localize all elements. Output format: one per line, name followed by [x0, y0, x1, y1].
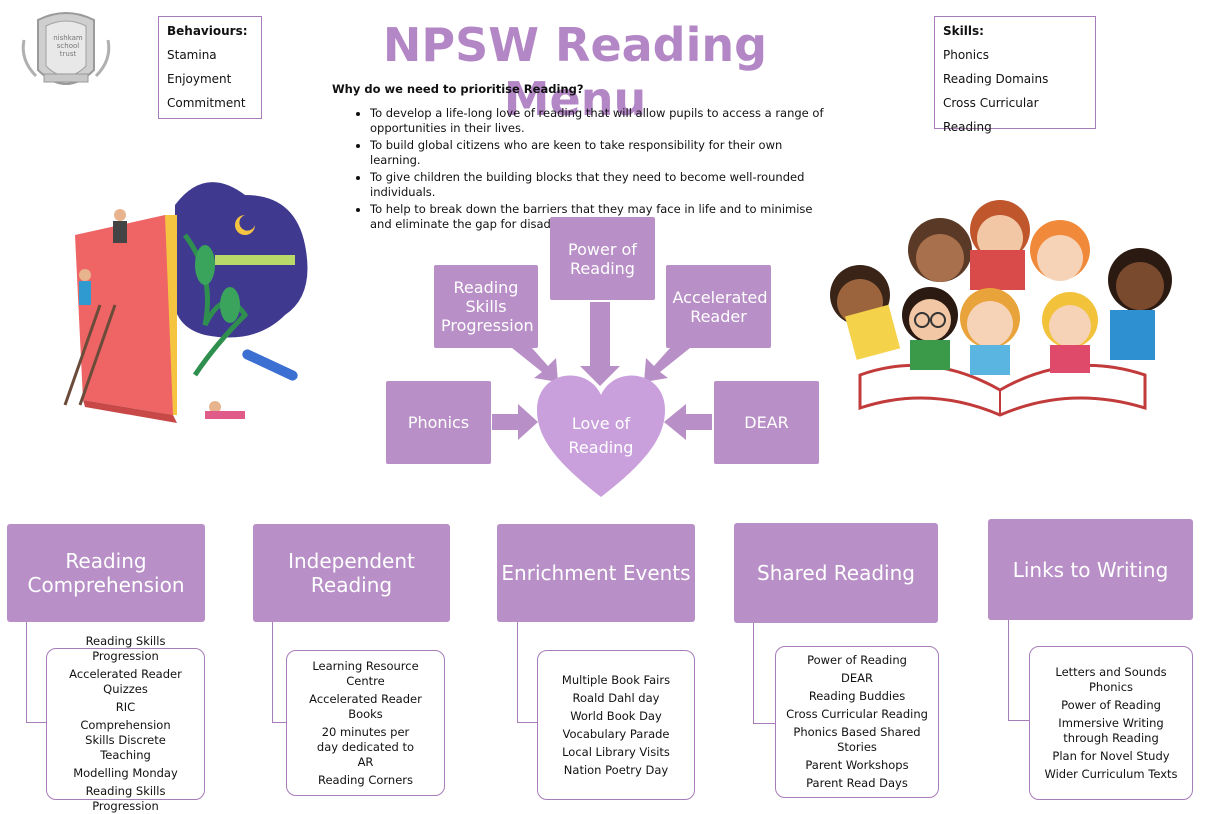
list-item: World Book Day	[570, 708, 662, 723]
list-item: Wider Curriculum Texts	[1044, 766, 1178, 781]
list-item: Multiple Book Fairs	[561, 672, 671, 687]
node-reading-skills-progression: Reading Skills Progression	[434, 265, 538, 348]
skill-item: Reading Domains	[943, 72, 1049, 86]
category-title: Independent Reading	[288, 549, 415, 597]
page-title: NPSW Reading Menu	[382, 18, 768, 126]
category-items-box: Multiple Book Fairs Roald Dahl day World…	[537, 650, 695, 800]
behaviours-box: Behaviours: Stamina Enjoyment Commitment	[158, 16, 262, 119]
category-connector	[26, 622, 47, 723]
category-title: Reading Comprehension	[27, 549, 185, 597]
why-point: To develop a life-long love of reading t…	[370, 106, 832, 136]
category-enrichment-events: Enrichment Events	[497, 524, 695, 622]
list-item: Reading Buddies	[808, 689, 906, 703]
list-item: Local Library Visits	[562, 744, 670, 759]
node-label: DEAR	[744, 413, 789, 432]
list-item: DEAR	[841, 671, 873, 685]
category-connector	[517, 622, 538, 723]
arrow-phonics	[492, 404, 538, 440]
school-logo: nishkam school trust	[18, 10, 114, 100]
list-item: Power of Reading	[807, 653, 907, 667]
category-items-box: Learning Resource Centre Accelerated Rea…	[286, 650, 445, 796]
why-section: Why do we need to prioritise Reading? To…	[332, 82, 832, 234]
heart-label: Love of Reading	[568, 414, 634, 457]
list-item: Letters and Sounds Phonics	[1055, 664, 1167, 694]
love-heart-shape	[537, 375, 665, 497]
list-item: Reading Skills Progression	[85, 634, 166, 663]
skill-item: Phonics	[943, 48, 989, 62]
list-item: Roald Dahl day	[572, 690, 660, 705]
category-title: Enrichment Events	[501, 561, 691, 585]
list-item: 20 minutes per day dedicated to AR	[316, 724, 415, 769]
category-title: Links to Writing	[1012, 557, 1169, 582]
list-item: Comprehension Skills Discrete Teaching	[80, 718, 171, 762]
list-item: Cross Curricular Reading	[786, 707, 928, 721]
list-item: Power of Reading	[1061, 697, 1161, 712]
node-label: Power of Reading	[568, 239, 637, 278]
book-reading-illustration	[63, 182, 308, 423]
behaviour-item: Enjoyment	[167, 72, 232, 86]
list-item: Immersive Writing through Reading	[1058, 715, 1164, 745]
behaviour-item: Stamina	[167, 48, 217, 62]
node-power-of-reading: Power of Reading	[550, 217, 655, 300]
logo-text: nishkam school trust	[53, 34, 83, 58]
node-phonics: Phonics	[386, 381, 491, 464]
node-accelerated-reader: Accelerated Reader	[666, 265, 771, 348]
list-item: Nation Poetry Day	[563, 762, 669, 777]
list-item: Reading Corners	[317, 772, 413, 787]
skill-item: Cross Curricular Reading	[943, 96, 1039, 134]
list-item: Plan for Novel Study	[1052, 748, 1170, 763]
why-list: To develop a life-long love of reading t…	[332, 106, 832, 232]
behaviours-heading: Behaviours:	[167, 24, 248, 38]
list-item: Modelling Monday	[73, 766, 178, 780]
list-item: Parent Workshops	[805, 758, 909, 772]
category-items-box: Letters and Sounds Phonics Power of Read…	[1029, 646, 1193, 800]
list-item: Accelerated Reader Books	[309, 691, 422, 721]
why-point: To build global citizens who are keen to…	[370, 138, 832, 168]
category-independent-reading: Independent Reading	[253, 524, 450, 622]
node-label: Phonics	[407, 413, 470, 432]
behaviour-item: Commitment	[167, 96, 246, 110]
why-point: To give children the building blocks tha…	[370, 170, 832, 200]
category-items-box: Reading Skills Progression Accelerated R…	[46, 634, 205, 813]
list-item: Vocabulary Parade	[562, 726, 670, 741]
category-connector	[1008, 620, 1030, 721]
category-items-box: Power of Reading DEAR Reading Buddies Cr…	[775, 646, 939, 798]
arrow-dear	[664, 404, 712, 440]
arrow-power	[580, 302, 620, 386]
category-shared-reading: Shared Reading	[734, 523, 938, 623]
category-connector	[272, 622, 287, 723]
category-reading-comprehension: Reading Comprehension	[7, 524, 205, 622]
category-links-to-writing: Links to Writing	[988, 519, 1193, 620]
list-item: Accelerated Reader Quizzes	[69, 667, 182, 696]
list-item: RIC	[115, 700, 136, 714]
list-item: Phonics Based Shared Stories	[793, 725, 921, 754]
list-item: Reading Skills Progression	[85, 784, 166, 813]
category-connector	[753, 623, 776, 724]
node-label: Reading Skills Progression	[441, 278, 534, 335]
skills-box: Skills: Phonics Reading Domains Cross Cu…	[934, 16, 1096, 134]
category-title: Shared Reading	[757, 561, 915, 585]
why-question: Why do we need to prioritise Reading?	[332, 82, 584, 96]
school-crest-icon	[21, 12, 111, 85]
list-item: Parent Read Days	[806, 776, 908, 790]
list-item: Learning Resource Centre	[312, 658, 419, 688]
children-reading-illustration	[830, 200, 1172, 417]
node-dear: DEAR	[714, 381, 819, 464]
skills-heading: Skills:	[943, 24, 984, 38]
node-label: Accelerated Reader	[672, 287, 768, 326]
